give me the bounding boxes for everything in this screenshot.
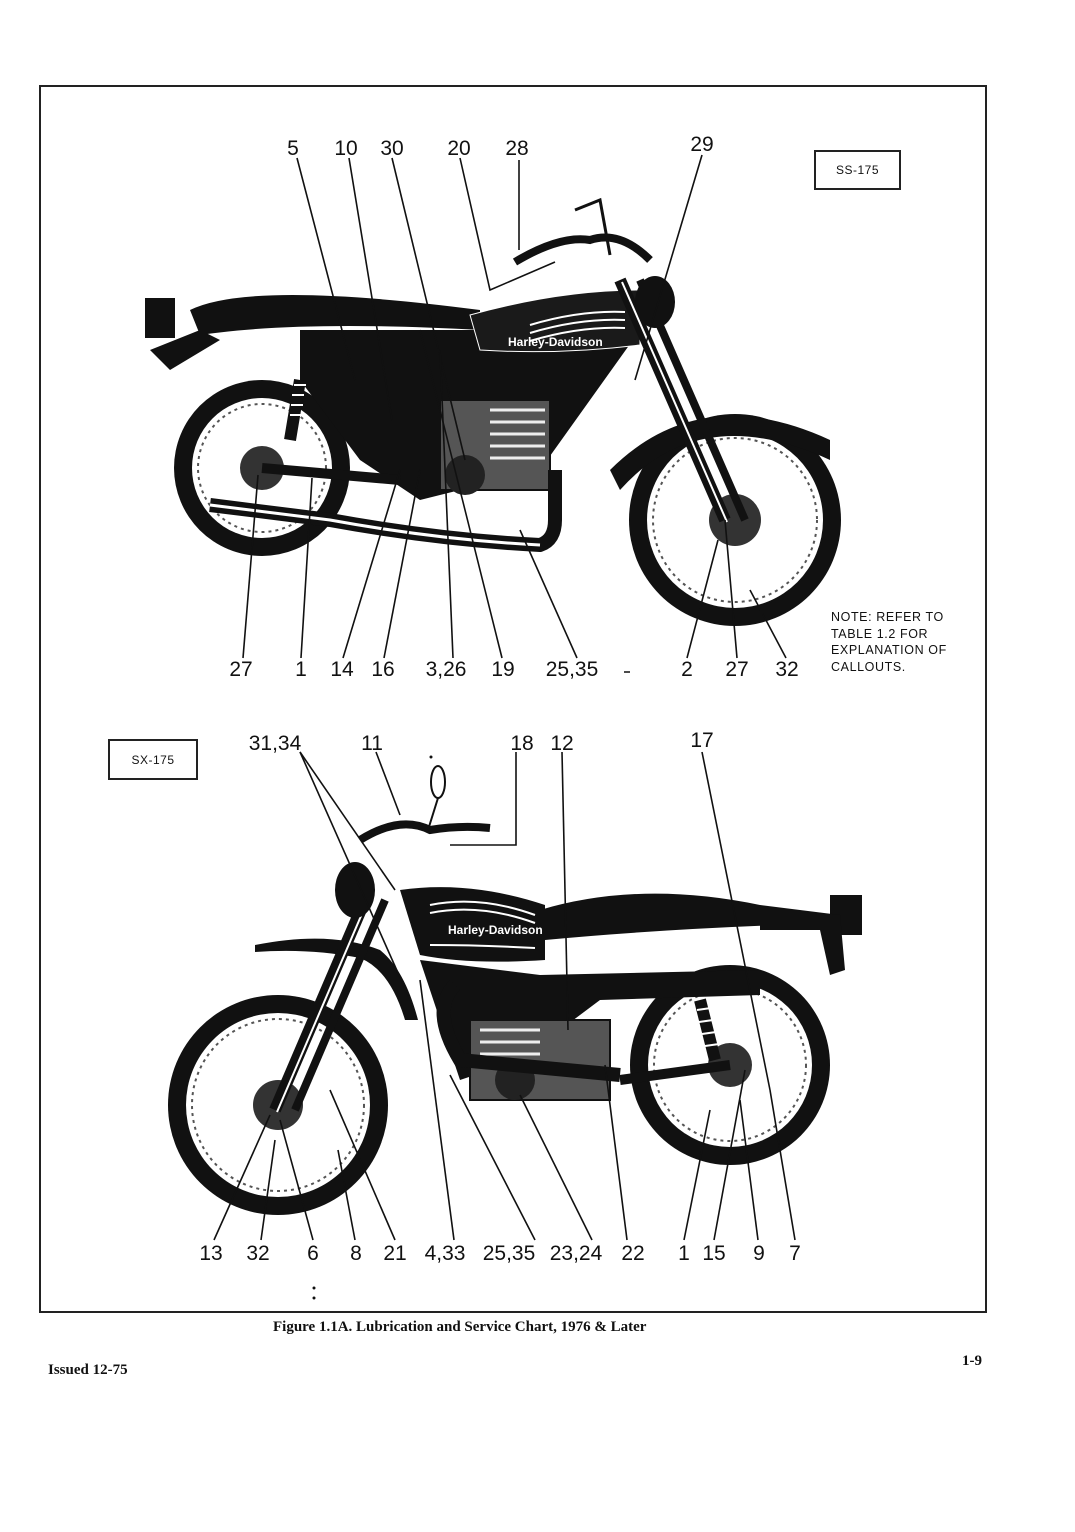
sx175-callout-17: 17 [690, 729, 714, 752]
ss175-callout-20: 20 [447, 137, 471, 160]
ss175-callout-3-26: 3,26 [425, 658, 467, 681]
ss175-callout-16: 16 [371, 658, 395, 681]
figure-caption: Figure 1.1A. Lubrication and Service Cha… [273, 1319, 647, 1335]
sx175-callout-9: 9 [753, 1242, 765, 1265]
sx175-callout-32: 32 [246, 1242, 270, 1265]
sx175-callout-21: 21 [383, 1242, 407, 1265]
page-number: 1-9 [962, 1353, 982, 1369]
sx175-callout-1: 1 [678, 1242, 690, 1265]
sx175-callout-7: 7 [789, 1242, 801, 1265]
sx175-callout-25-35: 25,35 [482, 1242, 536, 1265]
sx175-leader-lines [213, 751, 796, 1241]
sx175-model-label: SX-175 [108, 739, 198, 780]
ss175-callout-1: 1 [295, 658, 307, 681]
ss175-model-label: SS-175 [814, 150, 901, 190]
sx175-callout-23-24: 23,24 [549, 1242, 603, 1265]
ss175-callout-32: 32 [775, 658, 799, 681]
ss175-callout-27-rear: 27 [229, 658, 253, 681]
sx175-callout-13: 13 [199, 1242, 223, 1265]
callout-note: NOTE: REFER TO TABLE 1.2 FOR EXPLANATION… [831, 609, 981, 675]
note-line: NOTE: REFER TO [831, 610, 944, 624]
ss175-callout-2: 2 [681, 658, 693, 681]
note-line: EXPLANATION OF [831, 643, 947, 657]
ss175-callout-14: 14 [330, 658, 354, 681]
sx175-callout-15: 15 [702, 1242, 726, 1265]
sx175-tank-logo: Harley-Davidson [448, 923, 543, 937]
ss175-callout-30: 30 [380, 137, 404, 160]
note-line: CALLOUTS. [831, 659, 906, 674]
ss175-callout-5: 5 [287, 137, 299, 160]
sx175-callout-4-33: 4,33 [424, 1242, 466, 1265]
ss175-motorcycle-drawing: Harley-Davidson [145, 197, 841, 626]
sx175-callout-11: 11 [361, 732, 383, 755]
ss175-leader-lines [242, 154, 787, 659]
ss175-callout-19: 19 [491, 658, 515, 681]
sx175-motorcycle-drawing: Harley-Davidson [168, 765, 862, 1215]
sx175-callout-22: 22 [621, 1242, 645, 1265]
figure-frame [39, 85, 987, 1313]
sx175-callout-31-34: 31,34 [248, 732, 302, 755]
ss175-callout-29: 29 [690, 133, 714, 156]
ss175-tank-logo: Harley-Davidson [508, 335, 603, 349]
sx175-callout-6: 6 [307, 1242, 319, 1265]
ss175-callout-10: 10 [334, 137, 358, 160]
sx175-callout-18: 18 [510, 732, 534, 755]
issued-date: Issued 12-75 [48, 1362, 128, 1378]
ss175-callout-28: 28 [505, 137, 529, 160]
note-line: TABLE 1.2 FOR [831, 626, 929, 641]
sx175-callout-12: 12 [550, 732, 574, 755]
ss175-callout-25-35: 25,35 [545, 658, 599, 681]
ss175-callout-27-front: 27 [725, 658, 749, 681]
sx175-callout-8: 8 [350, 1242, 362, 1265]
